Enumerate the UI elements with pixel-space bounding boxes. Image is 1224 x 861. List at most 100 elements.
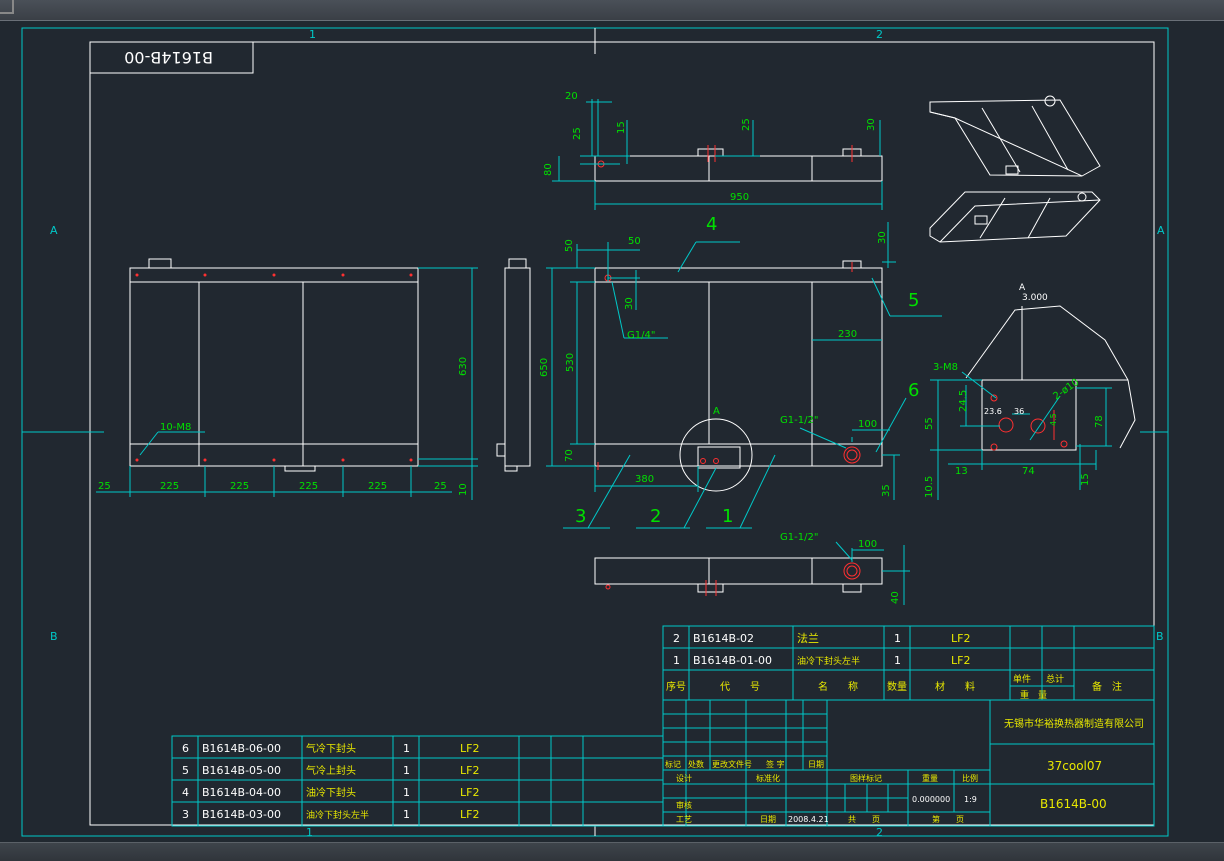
svg-text:5: 5 [182, 764, 189, 777]
svg-text:无锡市华裕换热器制造有限公司: 无锡市华裕换热器制造有限公司 [1004, 717, 1144, 730]
svg-text:图样标记: 图样标记 [850, 773, 882, 783]
svg-text:代 号: 代 号 [720, 681, 760, 693]
svg-text:日期: 日期 [760, 815, 776, 824]
front-view-dims [96, 267, 478, 500]
svg-text:备 注: 备 注 [1092, 680, 1122, 693]
detail-view-red [990, 394, 1068, 451]
svg-text:单件: 单件 [1013, 673, 1031, 685]
svg-text:签 字: 签 字 [766, 759, 785, 769]
svg-text:4.5: 4.5 [1049, 413, 1058, 426]
svg-text:1: 1 [403, 808, 410, 821]
svg-text:B1614B-03-00: B1614B-03-00 [202, 808, 281, 821]
zone-label-left-A: A [50, 224, 58, 237]
svg-text:70: 70 [564, 449, 575, 462]
svg-text:36: 36 [1014, 407, 1024, 416]
svg-text:0.000000: 0.000000 [912, 795, 950, 804]
zone-label-right-B: B [1156, 630, 1164, 643]
window-title-bar [0, 0, 1224, 21]
svg-text:100: 100 [858, 419, 877, 430]
svg-text:LF2: LF2 [460, 764, 479, 777]
svg-text:G1/4": G1/4" [627, 330, 655, 341]
svg-text:225: 225 [368, 481, 387, 492]
svg-text:225: 225 [160, 481, 179, 492]
parts-table-right [662, 625, 1155, 701]
svg-text:共 页: 共 页 [848, 815, 880, 824]
svg-text:950: 950 [730, 192, 749, 203]
svg-text:B1614B-04-00: B1614B-04-00 [202, 786, 281, 799]
zone-label-bottom-2: 2 [876, 826, 883, 839]
isometric-view-1 [929, 95, 1101, 177]
svg-text:30: 30 [866, 118, 877, 131]
svg-text:1: 1 [894, 654, 901, 667]
svg-text:B1614B-06-00: B1614B-06-00 [202, 742, 281, 755]
svg-text:37cool07: 37cool07 [1047, 759, 1102, 773]
svg-text:B1614B-05-00: B1614B-05-00 [202, 764, 281, 777]
svg-text:80: 80 [543, 163, 554, 176]
svg-text:25: 25 [434, 481, 447, 492]
drawing-number-box [89, 41, 254, 74]
svg-text:1: 1 [403, 786, 410, 799]
svg-text:总计: 总计 [1046, 673, 1064, 685]
svg-text:LF2: LF2 [951, 632, 970, 645]
svg-text:1: 1 [403, 742, 410, 755]
top-view-dims [552, 99, 883, 210]
svg-text:LF2: LF2 [460, 742, 479, 755]
svg-text:10: 10 [458, 483, 469, 496]
svg-text:13: 13 [955, 466, 968, 477]
svg-text:2-ø10: 2-ø10 [1051, 377, 1081, 403]
svg-text:B1614B-00: B1614B-00 [1040, 797, 1107, 811]
svg-text:24.5: 24.5 [958, 390, 969, 412]
svg-text:10.5: 10.5 [924, 476, 935, 498]
svg-text:油冷下封头左半: 油冷下封头左半 [797, 655, 860, 667]
drawing-number-rotated: B1614B-00 [124, 48, 213, 67]
svg-text:50: 50 [628, 236, 641, 247]
top-view [594, 148, 883, 182]
svg-text:3-M8: 3-M8 [933, 362, 958, 373]
svg-text:序号: 序号 [666, 680, 686, 693]
svg-text:530: 530 [565, 353, 576, 372]
svg-text:重 量: 重 量 [1020, 689, 1047, 701]
svg-text:25: 25 [741, 118, 752, 131]
svg-text:气冷下封头: 气冷下封头 [306, 742, 356, 755]
svg-text:法兰: 法兰 [797, 631, 819, 645]
svg-text:数量: 数量 [887, 680, 907, 693]
svg-text:G1-1/2": G1-1/2" [780, 532, 818, 543]
bottom-view-red [605, 562, 861, 596]
svg-text:油冷下封头左半: 油冷下封头左半 [306, 809, 369, 821]
title-block [662, 699, 1155, 827]
svg-text:名 称: 名 称 [818, 680, 858, 693]
svg-text:标准化: 标准化 [756, 773, 780, 783]
zone-label-top-1: 1 [309, 28, 316, 41]
side-view-red [597, 262, 861, 470]
detail-view-text: A 3.000 3-M8 24.5 23.6 36 2-ø10 55 78 13… [924, 283, 1105, 498]
svg-text:2008.4.21: 2008.4.21 [788, 815, 829, 824]
bottom-view-dims [835, 541, 910, 605]
svg-text:审核: 审核 [676, 800, 692, 810]
svg-text:重量: 重量 [922, 773, 938, 783]
svg-text:标记: 标记 [665, 759, 681, 769]
corner-handle[interactable] [0, 0, 14, 14]
svg-text:55: 55 [924, 417, 935, 430]
side-view-dim-text: 50 50 30 30 650 530 230 70 380 100 35 G1… [539, 231, 892, 497]
svg-text:A: A [713, 406, 720, 417]
status-bar [0, 842, 1224, 861]
svg-text:30: 30 [624, 297, 635, 310]
detail-view-dims [930, 371, 1112, 500]
svg-text:4: 4 [182, 786, 189, 799]
svg-text:A: A [1019, 283, 1026, 293]
svg-text:5: 5 [908, 290, 919, 311]
svg-text:230: 230 [838, 329, 857, 340]
parts-table-right-text: 2 B1614B-02 法兰 1 LF2 1 B1614B-01-00 油冷下封… [666, 631, 1122, 701]
svg-text:3: 3 [182, 808, 189, 821]
svg-text:15: 15 [1080, 473, 1091, 486]
svg-text:G1-1/2": G1-1/2" [780, 415, 818, 426]
svg-text:1: 1 [403, 764, 410, 777]
side-view-dims [546, 222, 942, 529]
svg-text:第 页: 第 页 [932, 814, 964, 824]
svg-text:380: 380 [635, 474, 654, 485]
svg-text:更改文件号: 更改文件号 [712, 759, 752, 769]
svg-text:材 料: 材 料 [935, 680, 975, 693]
svg-text:100: 100 [858, 539, 877, 550]
svg-text:40: 40 [890, 591, 901, 604]
